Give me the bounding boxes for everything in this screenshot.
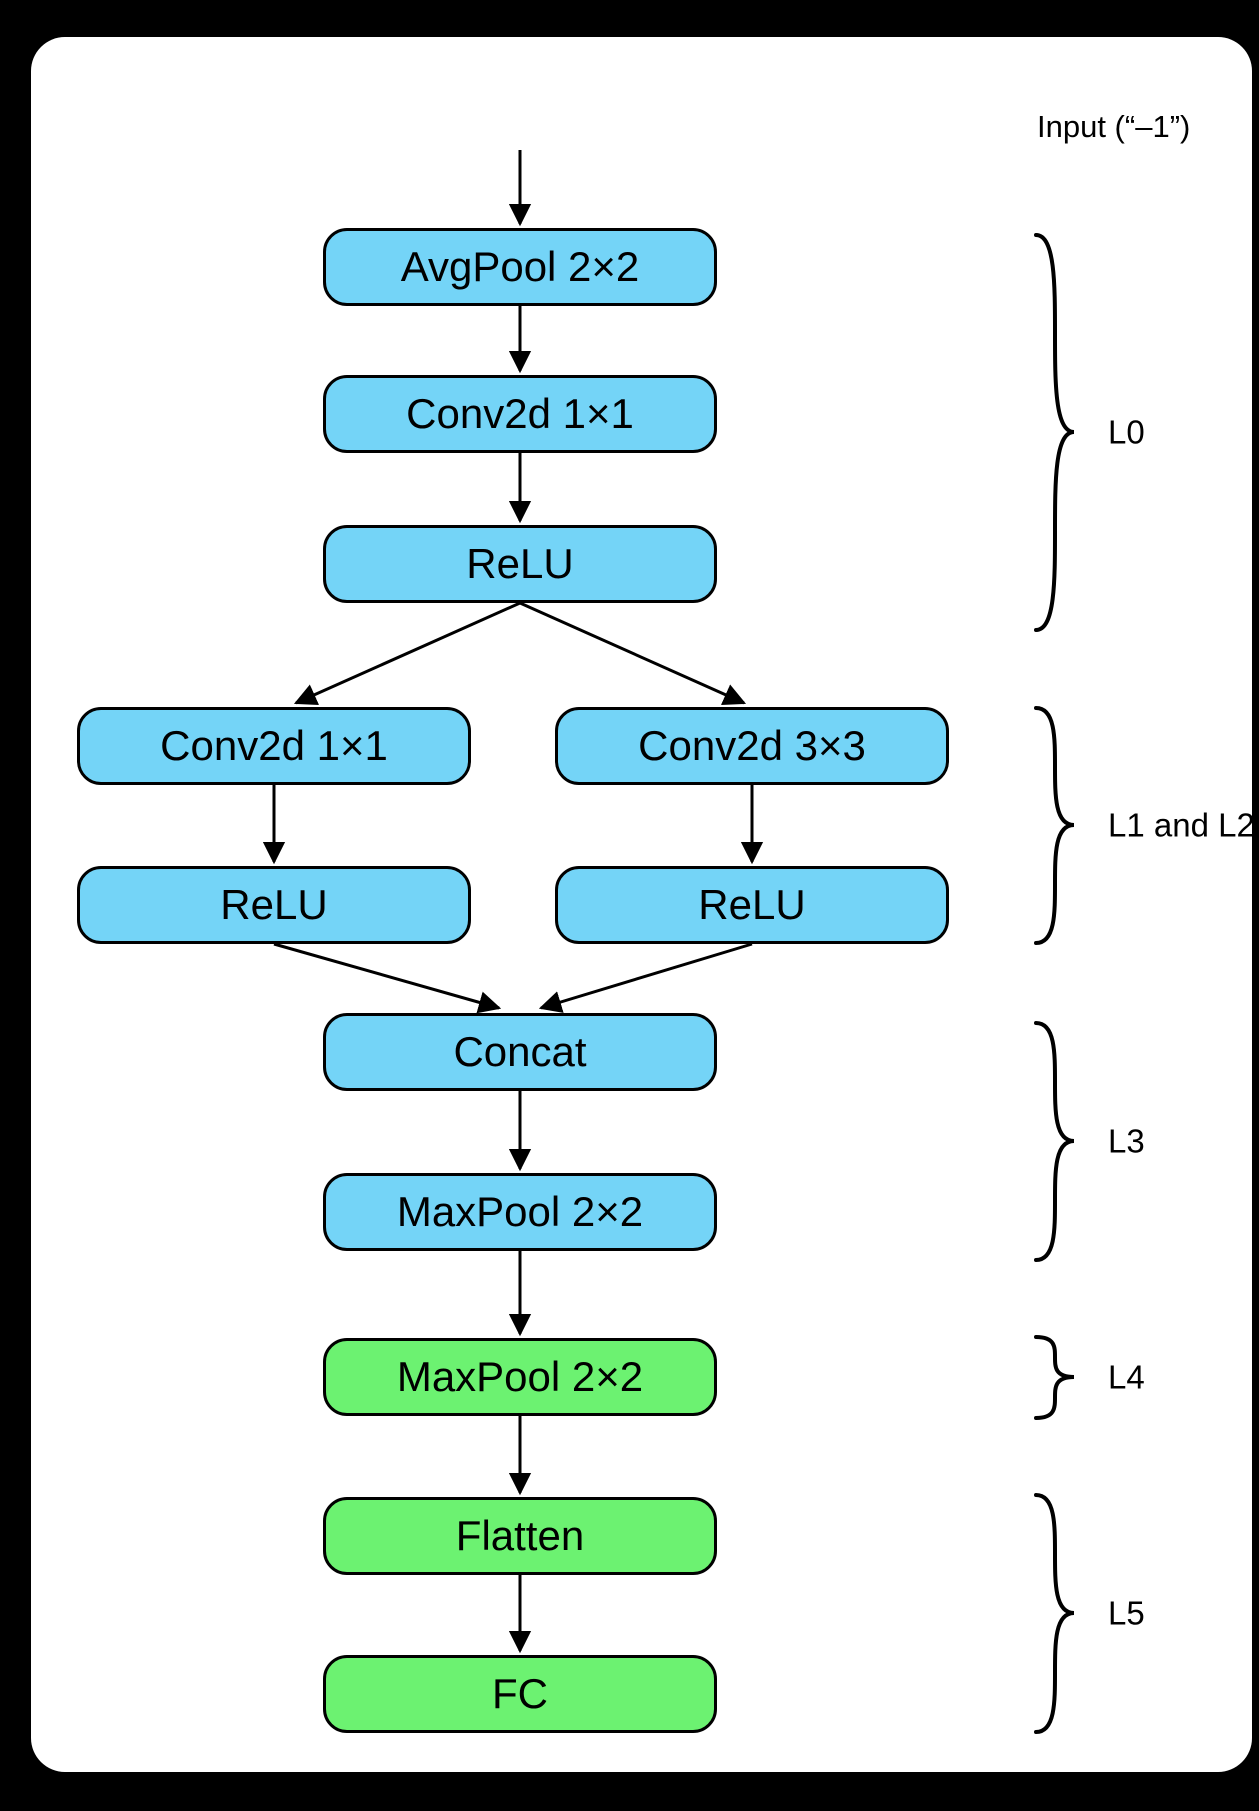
arrow-relu-l0-to-conv2d-l2 — [519, 601, 747, 706]
brace-label-l1-l2: L1 and L2 — [1108, 806, 1255, 844]
node-maxpool-l4: MaxPool 2×2 — [323, 1338, 717, 1416]
brace-l1-l2 — [1034, 706, 1075, 945]
brace-label-l3: L3 — [1108, 1122, 1145, 1160]
input-label: Input (“–1”) — [1037, 109, 1191, 144]
node-relu-l1: ReLU — [77, 866, 471, 944]
brace-label-l4: L4 — [1108, 1358, 1145, 1396]
node-relu-l2: ReLU — [555, 866, 949, 944]
node-avgpool: AvgPool 2×2 — [323, 228, 717, 306]
arrow-relu-l0-to-conv2d-l1 — [293, 601, 521, 706]
node-conv2d-3x3-l2: Conv2d 3×3 — [555, 707, 949, 785]
node-fc: FC — [323, 1655, 717, 1733]
node-relu-l0: ReLU — [323, 525, 717, 603]
arrow-relu-l1-to-concat — [273, 942, 502, 1014]
node-concat: Concat — [323, 1013, 717, 1091]
brace-label-l5: L5 — [1108, 1594, 1145, 1632]
node-flatten: Flatten — [323, 1497, 717, 1575]
node-conv2d-1x1-l1: Conv2d 1×1 — [77, 707, 471, 785]
brace-label-l0: L0 — [1108, 413, 1145, 451]
brace-l4 — [1034, 1335, 1075, 1420]
brace-l5 — [1034, 1493, 1075, 1734]
node-maxpool-l3: MaxPool 2×2 — [323, 1173, 717, 1251]
arrow-relu-l2-to-concat — [538, 942, 753, 1013]
brace-l0 — [1034, 233, 1075, 632]
node-conv2d-1x1-l0: Conv2d 1×1 — [323, 375, 717, 453]
brace-l3 — [1034, 1021, 1075, 1262]
